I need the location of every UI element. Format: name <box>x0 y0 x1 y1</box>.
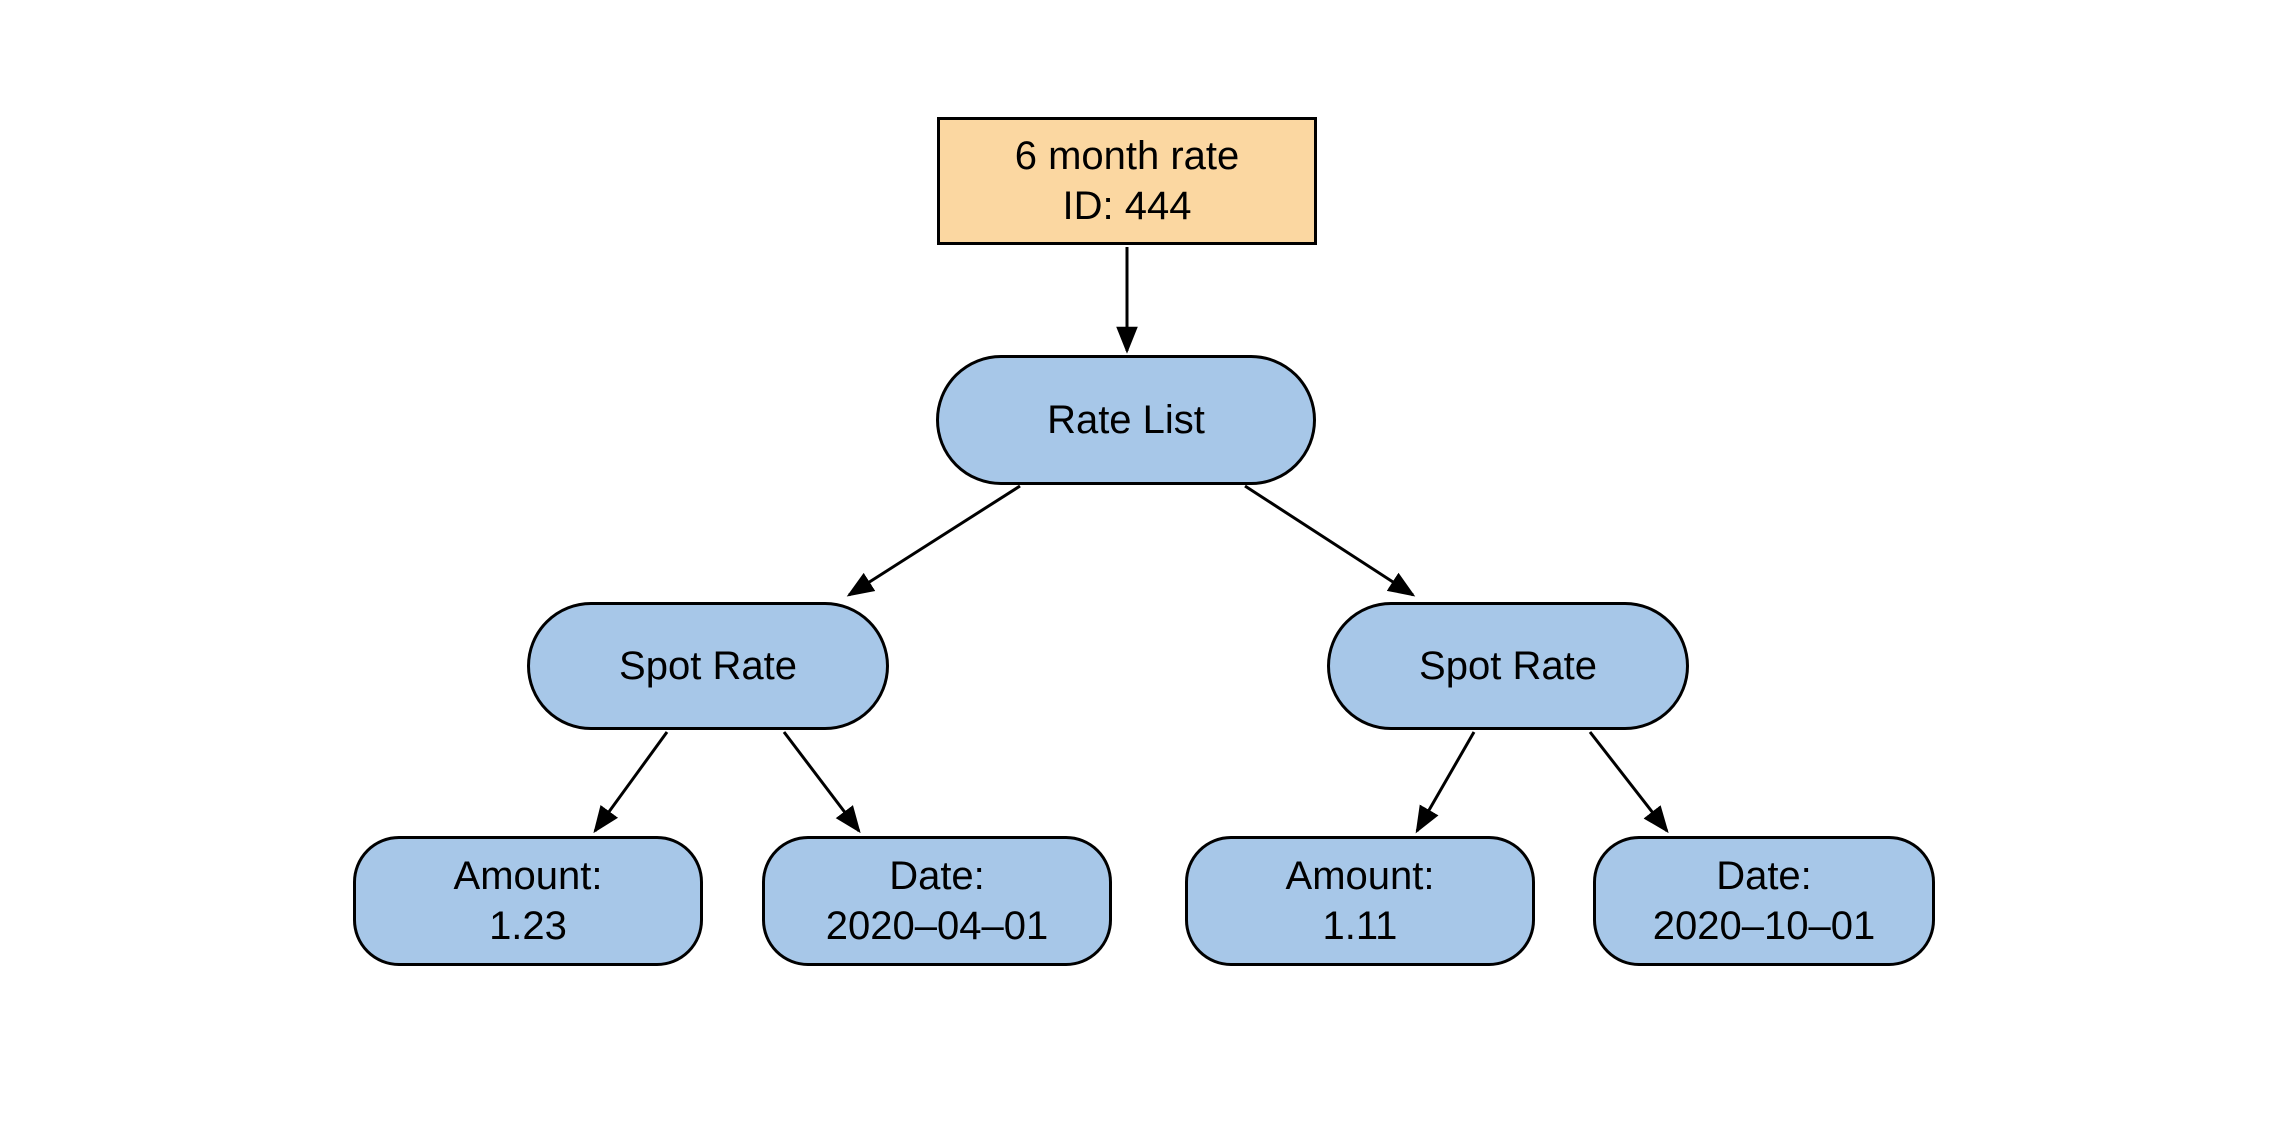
node-spot-rate-right: Spot Rate <box>1327 602 1689 730</box>
node-6-month-rate: 6 month rate ID: 444 <box>937 117 1317 245</box>
node-amount-right-title: Amount: <box>1285 854 1435 898</box>
node-amount-left-value: 1.23 <box>489 904 567 948</box>
node-rate-list-label: Rate List <box>1047 398 1205 442</box>
node-date-right-title: Date: <box>1716 854 1812 898</box>
node-amount-left-title: Amount: <box>453 854 603 898</box>
node-spot-rate-right-label: Spot Rate <box>1419 644 1597 688</box>
edge-rate-list-to-spot-rate-right <box>1244 484 1416 597</box>
edge-spot-rate-right-to-amount-right <box>1415 731 1476 834</box>
edge-spot-rate-left-to-date-left <box>782 731 861 834</box>
node-rate-list: Rate List <box>936 355 1316 485</box>
edge-spot-rate-left-to-amount-left <box>593 731 669 834</box>
node-6-month-rate-id: ID: 444 <box>1062 184 1192 228</box>
node-date-left: Date: 2020–04–01 <box>762 836 1112 966</box>
edge-spot-rate-right-to-date-right <box>1588 731 1669 834</box>
node-spot-rate-left: Spot Rate <box>527 602 889 730</box>
node-date-left-title: Date: <box>889 854 985 898</box>
node-amount-right-value: 1.11 <box>1322 904 1398 948</box>
node-amount-left: Amount: 1.23 <box>353 836 703 966</box>
edge-rate-list-to-spot-rate-left <box>846 484 1021 597</box>
node-spot-rate-left-label: Spot Rate <box>619 644 797 688</box>
node-date-right: Date: 2020–10–01 <box>1593 836 1935 966</box>
node-amount-right: Amount: 1.11 <box>1185 836 1535 966</box>
node-6-month-rate-title: 6 month rate <box>1014 134 1240 178</box>
node-date-right-value: 2020–10–01 <box>1652 904 1876 948</box>
node-date-left-value: 2020–04–01 <box>825 904 1049 948</box>
